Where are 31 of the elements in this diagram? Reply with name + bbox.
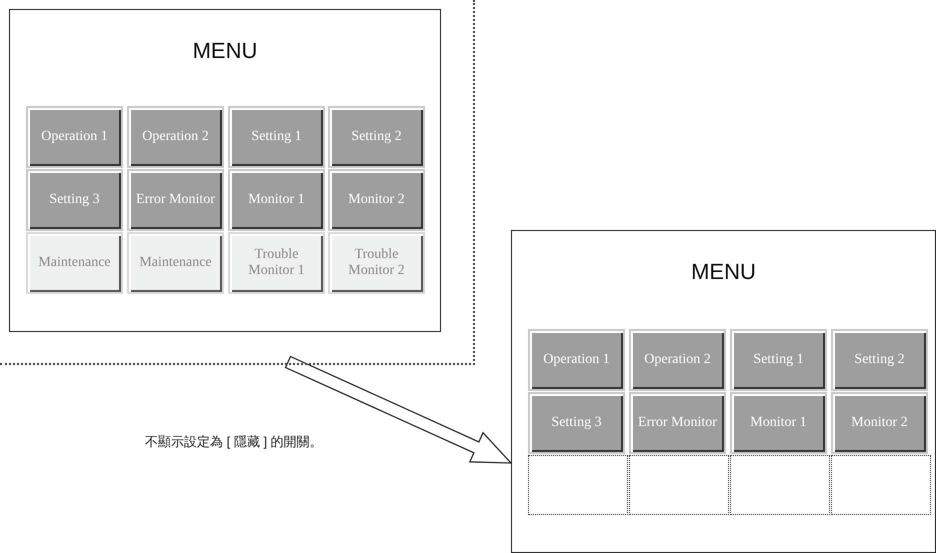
menu-button: Trouble Monitor 1 [228,232,325,294]
screen-panel [9,9,441,332]
menu-button: Monitor 1 [730,392,827,454]
menu-button: Maintenance [26,232,123,294]
menu-button: Operation 2 [127,106,224,168]
menu-button: Monitor 1 [228,169,325,231]
menu-button: Maintenance [127,232,224,294]
menu-button: Monitor 2 [328,169,425,231]
menu-button: Operation 1 [528,329,625,391]
empty-button-slot [730,455,830,515]
screen-title: MENU [690,259,757,285]
menu-button: Setting 1 [228,106,325,168]
empty-button-slot [629,455,729,515]
menu-button: Setting 2 [328,106,425,168]
empty-button-slot [831,455,931,515]
menu-button: Operation 2 [629,329,726,391]
menu-button: Setting 3 [528,392,625,454]
menu-button: Setting 2 [831,329,928,391]
menu-button: Setting 1 [730,329,827,391]
screen-title: MENU [192,38,258,64]
menu-button: Error Monitor [127,169,224,231]
menu-button: Operation 1 [26,106,123,168]
menu-button: Error Monitor [629,392,726,454]
menu-button: Monitor 2 [831,392,928,454]
dotted-outline [0,0,475,365]
block-arrow [284,356,512,464]
menu-button: Trouble Monitor 2 [328,232,425,294]
screen-panel [511,230,936,553]
menu-button: Setting 3 [26,169,123,231]
empty-button-slot [528,455,628,515]
caption-text: 不顯示設定為 [ 隱藏 ] 的開關。 [145,433,323,451]
